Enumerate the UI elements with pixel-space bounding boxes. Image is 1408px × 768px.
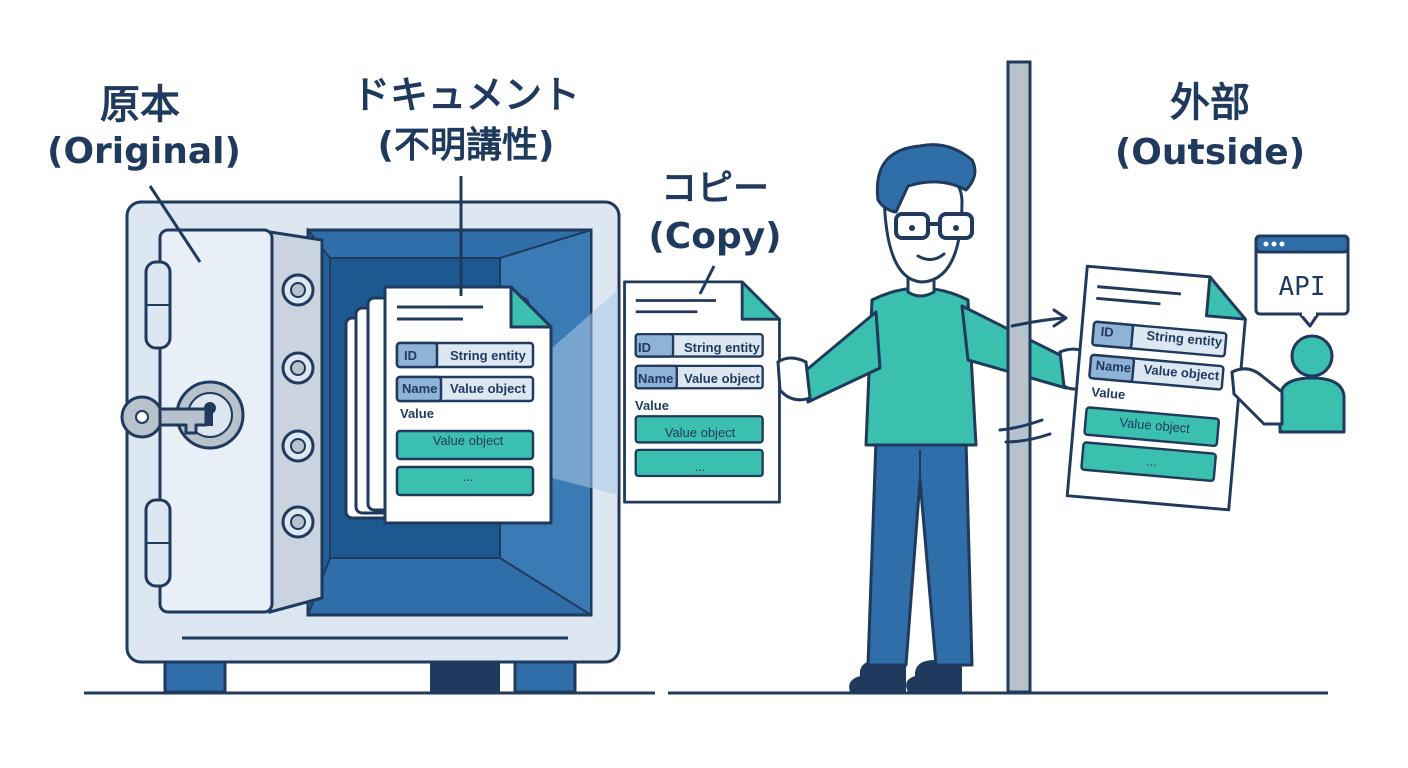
doc2-id-value: String entity: [684, 340, 761, 355]
doc1-value-item-1: Value object: [433, 433, 504, 448]
copy-pointer: [698, 265, 716, 295]
doc1-name-value: Value object: [450, 381, 527, 396]
boundary-wall: [1006, 60, 1032, 694]
doc3-name-key: Name: [1095, 358, 1132, 376]
outside-document: ID String entity Name Value object Value…: [1065, 264, 1251, 512]
original-label-main: 原本: [100, 82, 180, 128]
document-label-main: ドキュメント: [352, 73, 580, 117]
doc3-value-item-1: Value object: [1119, 415, 1191, 436]
document-label-sub: (不明講性): [378, 124, 555, 166]
doc3-id-key: ID: [1100, 324, 1114, 340]
browser-window-icon: API: [1254, 234, 1350, 328]
doc3-value-heading: Value: [1091, 384, 1126, 402]
arrow-right-icon: [1010, 308, 1068, 328]
doc2-id-key: ID: [638, 340, 651, 355]
doc2-value-item-1: Value object: [665, 425, 736, 440]
person-icon: [776, 143, 1096, 692]
doc1-value-item-2: ...: [463, 469, 474, 484]
doc2-value-heading: Value: [635, 398, 669, 413]
copy-document: ID String entity Name Value object Value…: [623, 280, 781, 504]
original-label-sub: (Original): [47, 131, 241, 172]
doc3-value-item-2: ...: [1146, 453, 1158, 469]
outside-label-main: 外部: [1170, 80, 1250, 126]
doc3-name-value: Value object: [1143, 362, 1221, 384]
doc1-id-key: ID: [404, 348, 417, 363]
doc2-name-key: Name: [638, 371, 673, 386]
outside-label-sub: (Outside): [1115, 132, 1305, 173]
doc2-name-value: Value object: [684, 371, 761, 386]
copy-beam: [552, 290, 618, 495]
doc1-id-value: String entity: [450, 348, 527, 363]
key-icon: [120, 395, 208, 439]
original-document: ID String entity Name Value object Value…: [383, 285, 553, 525]
copy-label-main: コピー: [661, 168, 769, 209]
doc1-name-key: Name: [402, 381, 437, 396]
copy-label-sub: (Copy): [648, 216, 781, 257]
doc3-id-value: String entity: [1146, 328, 1224, 350]
user-icon: [1230, 334, 1346, 434]
original-pointer: [148, 185, 202, 263]
doc2-value-item-2: ...: [695, 459, 706, 474]
doc1-value-heading: Value: [400, 406, 434, 421]
api-label: API: [1279, 272, 1326, 302]
motion-marks: [998, 418, 1052, 444]
